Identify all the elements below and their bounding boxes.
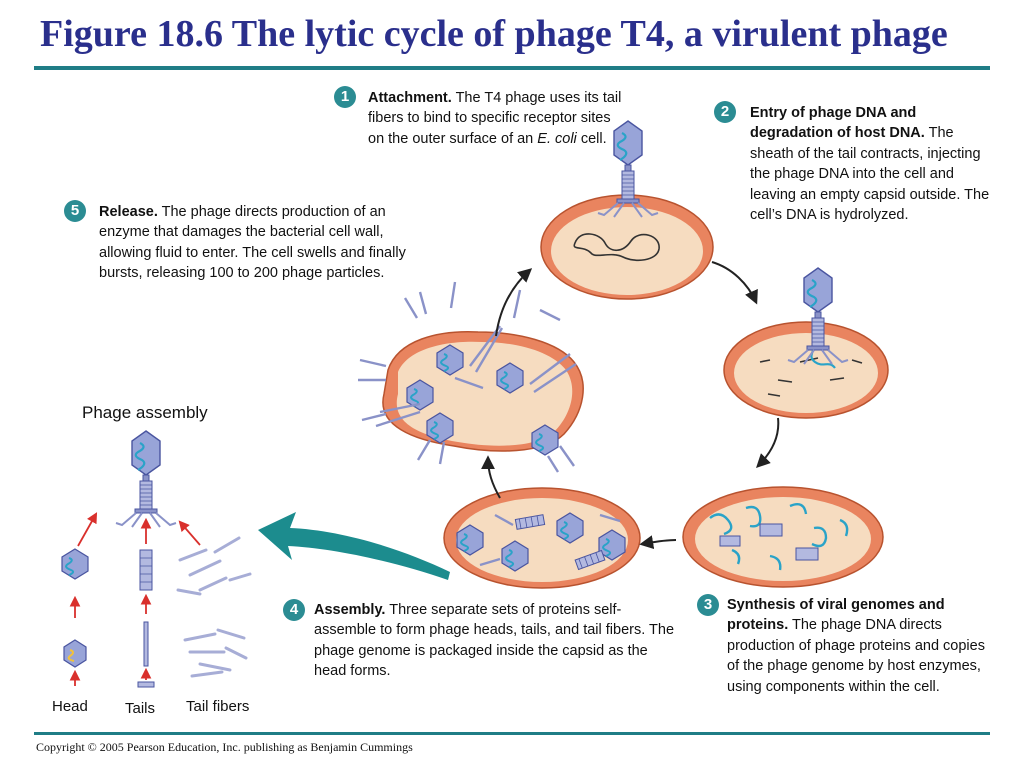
step-4-text: Three separate sets of proteins self-ass… [314,602,675,680]
step-3-description: Synthesis of viral genomes and proteins.… [727,595,985,697]
step-3-badge: 3 [697,594,719,616]
phage-assembly-label: Phage assembly [82,403,208,422]
assembly-arrow [258,512,450,580]
step-1-description: Attachment. The T4 phage uses its tail f… [368,88,628,149]
footer-divider [34,732,990,735]
cell-synthesis [682,486,884,588]
step-5-heading: Release. [99,204,158,220]
step-5-badge: 5 [64,200,86,222]
step-1-text-end: cell. [580,130,607,147]
copyright-footer: Copyright © 2005 Pearson Education, Inc.… [36,740,413,754]
cell-attachment [540,119,714,300]
step-1-heading: Attachment. [368,90,452,106]
cycle-arrows [481,261,780,550]
cell-entry [723,266,889,419]
phage-assembly-parts [61,429,252,688]
step-5-text: The phage directs production of an enzym… [99,204,406,282]
step-1-badge: 1 [334,86,356,108]
tail-fibers-label: Tail fibers [186,698,250,715]
step-2-badge: 2 [714,101,736,123]
cell-assembly [443,487,641,589]
step-2-heading: Entry of phage DNA and degradation of ho… [750,105,925,142]
step-1-text: The T4 phage uses its tail fibers to bin… [368,90,622,147]
title-divider [34,66,990,70]
step-3-text: The phage DNA directs production of phag… [727,617,985,695]
slide-title: Figure 18.6 The lytic cycle of phage T4,… [40,13,948,55]
step-4-description: Assembly. Three separate sets of protein… [314,600,674,682]
tails-label: Tails [125,700,156,717]
step-4-badge: 4 [283,599,305,621]
assembly-red-arrows [69,512,201,686]
step-4-heading: Assembly. [314,602,386,618]
step-3-heading: Synthesis of viral genomes and proteins. [727,597,945,634]
step-2-text: The sheath of the tail contracts, inject… [750,125,990,224]
cell-release [358,281,584,473]
step-5-description: Release. The phage directs production of… [99,202,414,284]
step-2-description: Entry of phage DNA and degradation of ho… [750,103,995,225]
step-1-organism: E. coli [537,130,577,147]
head-label: Head [52,698,88,715]
